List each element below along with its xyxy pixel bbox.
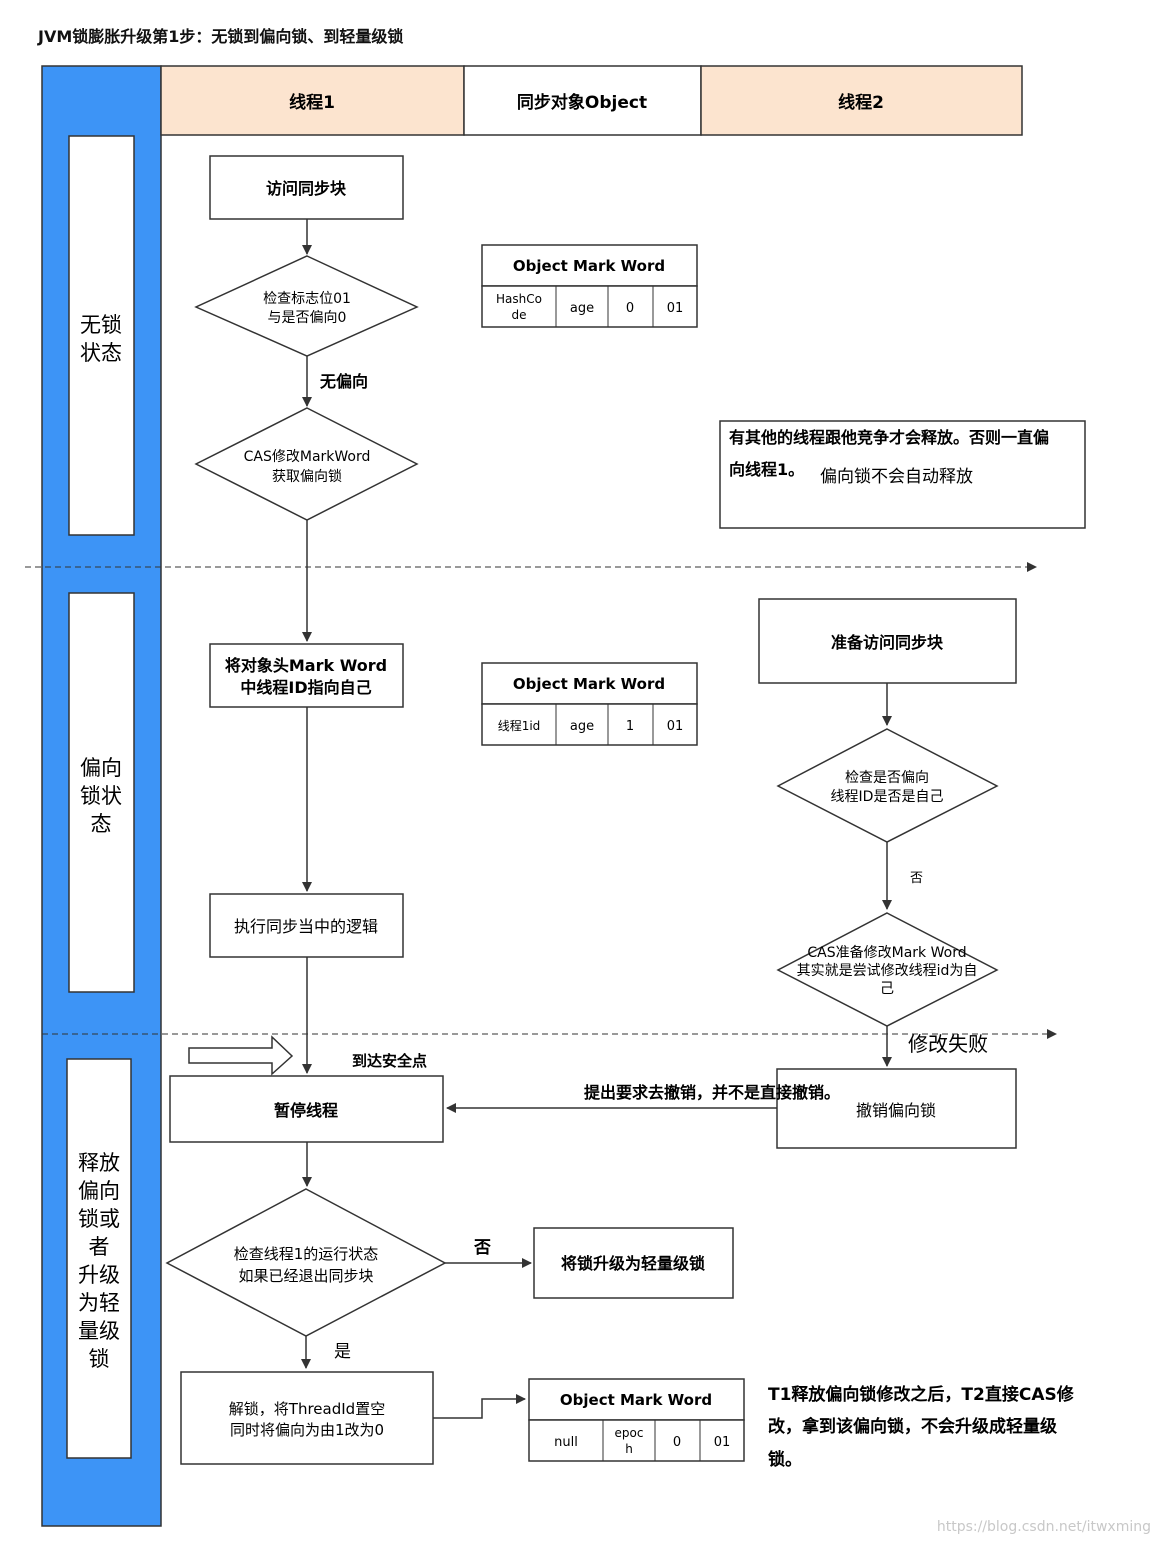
- lane-object-label: 同步对象Object: [517, 92, 647, 113]
- markword-3-cell-lock: 01: [714, 1435, 731, 1450]
- revoke-bias-label: 撤销偏向锁: [856, 1101, 936, 1120]
- lane-header-thread1: [160, 65, 465, 136]
- pause-thread-label: 暂停线程: [274, 1101, 338, 1120]
- cas-modify-line2: 获取偏向锁: [272, 469, 342, 485]
- no-label: 否: [473, 1238, 491, 1258]
- markword-3-cell-null: null: [554, 1435, 578, 1450]
- state-label-release-1: 释放: [78, 1151, 120, 1175]
- unlock-line1: 解锁，将ThreadId置空: [229, 1400, 385, 1418]
- set-thread-id-line1: 将对象头Mark Word: [225, 656, 387, 675]
- state-label-release-5: 升级: [78, 1263, 120, 1287]
- markword-table-2: Object Mark Word 线程1id age 1 01: [481, 662, 698, 746]
- markword-1-cell-age: age: [570, 301, 594, 316]
- competition-note-line1: 有其他的线程跟他竞争才会释放。否则一直偏: [729, 428, 1049, 447]
- t2-cas-line3: 己: [880, 981, 894, 997]
- markword-table-3: Object Mark Word null epoc h 0 01: [528, 1378, 745, 1462]
- t2-cas-line1: CAS准备修改Mark Word: [807, 944, 966, 961]
- t2-prepare-label: 准备访问同步块: [831, 633, 944, 652]
- competition-note-plain: 偏向锁不会自动释放: [820, 467, 973, 487]
- cas-modify-line1: CAS修改MarkWord: [244, 449, 371, 465]
- unlock-box: [180, 1371, 434, 1465]
- t2-no-label: 否: [910, 871, 923, 886]
- pause-thread-box: [169, 1075, 444, 1143]
- markword-3-cell-epoch: epoc: [615, 1426, 644, 1440]
- markword-2-cell-age: age: [570, 719, 594, 734]
- upgrade-light-box: [533, 1227, 734, 1299]
- watermark: https://blog.csdn.net/itwxming: [937, 1519, 1151, 1535]
- t1-release-line3: 锁。: [768, 1449, 802, 1470]
- state-label-release-7: 量级: [78, 1319, 120, 1343]
- state-label-release-4: 者: [89, 1235, 110, 1259]
- set-thread-id-line2: 中线程ID指向自己: [240, 678, 371, 697]
- markword-2-cell-thread: 线程1id: [498, 718, 541, 733]
- safe-point-label: 到达安全点: [352, 1052, 427, 1070]
- markword-1-cell-bias: 0: [626, 301, 634, 316]
- competition-note-box: [719, 420, 1086, 529]
- check-t1-line1: 检查线程1的运行状态: [234, 1245, 379, 1263]
- unlock-line2: 同时将偏向为由1改为0: [230, 1421, 384, 1439]
- markword-2-title: Object Mark Word: [513, 675, 665, 693]
- state-label-unlocked-2: 状态: [80, 341, 122, 365]
- upgrade-light-label: 将锁升级为轻量级锁: [561, 1254, 705, 1273]
- lane-thread2-label: 线程2: [838, 92, 884, 113]
- modify-fail-label: 修改失败: [908, 1032, 988, 1056]
- markword-3-title: Object Mark Word: [560, 1391, 712, 1409]
- markword-table-1: Object Mark Word HashCo de age 0 01: [481, 244, 698, 328]
- state-label-biased-2: 锁状: [80, 784, 122, 808]
- markword-1-cell-lock: 01: [667, 301, 684, 316]
- markword-3-cell-bias: 0: [673, 1435, 681, 1450]
- access-sync-label: 访问同步块: [266, 179, 347, 198]
- state-label-unlocked-1: 无锁: [80, 313, 122, 337]
- state-label-release-3: 锁或: [78, 1207, 120, 1231]
- revoke-request-label: 提出要求去撤销，并不是直接撤销。: [584, 1083, 840, 1102]
- state-label-biased-1: 偏向: [80, 756, 122, 780]
- revoke-bias-box: [776, 1068, 1017, 1149]
- t1-release-line1: T1释放偏向锁修改之后，T2直接CAS修: [768, 1384, 1075, 1405]
- t2-check-line1: 检查是否偏向: [845, 770, 929, 786]
- t2-check-line2: 线程ID是否是自己: [831, 789, 944, 805]
- state-label-release-8: 锁: [89, 1347, 110, 1371]
- state-label-biased-3: 态: [91, 812, 112, 836]
- competition-note-line2: 向线程1。: [729, 460, 804, 479]
- lane-header-thread2: [700, 65, 1023, 136]
- markword-1-cell-hashcode: HashCo: [496, 292, 542, 306]
- access-sync-box: [209, 155, 404, 220]
- t2-cas-line2: 其实就是尝试修改线程id为自: [797, 963, 978, 979]
- execute-logic-box: [209, 893, 404, 958]
- safe-point-arrow: [188, 1035, 294, 1076]
- check-flag-line1: 检查标志位01: [263, 291, 351, 307]
- markword-3-cell-epoch-2: h: [625, 1442, 633, 1456]
- set-thread-id-box: [209, 643, 404, 708]
- markword-2-cell-bias: 1: [626, 719, 634, 734]
- state-label-release-6: 为轻: [78, 1291, 120, 1315]
- markword-2-cell-lock: 01: [667, 719, 684, 734]
- t1-release-line2: 改，拿到该偏向锁，不会升级成轻量级: [768, 1416, 1057, 1437]
- markword-1-title: Object Mark Word: [513, 257, 665, 275]
- execute-logic-label: 执行同步当中的逻辑: [234, 917, 378, 936]
- yes-label: 是: [334, 1342, 351, 1362]
- check-flag-line2: 与是否偏向0: [268, 310, 347, 326]
- state-box-biased: [68, 592, 135, 993]
- state-box-unlocked: [68, 135, 135, 536]
- state-label-release-2: 偏向: [78, 1179, 120, 1203]
- lane-thread1-label: 线程1: [289, 92, 335, 113]
- state-box-release: [66, 1058, 132, 1459]
- diagram-title: JVM锁膨胀升级第1步：无锁到偏向锁、到轻量级锁: [37, 27, 403, 46]
- markword-1-cell-hashcode-2: de: [512, 308, 527, 322]
- check-t1-line2: 如果已经退出同步块: [238, 1267, 373, 1285]
- no-bias-label: 无偏向: [319, 372, 368, 391]
- lane-header-object: [463, 65, 702, 136]
